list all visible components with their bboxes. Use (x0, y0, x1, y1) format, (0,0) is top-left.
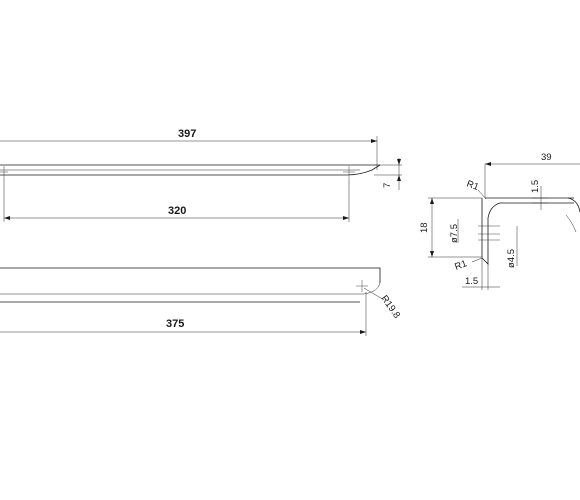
dim-1-5-h-ext (481, 258, 489, 290)
dim-320-label: 320 (168, 205, 186, 217)
dim-18-arrow-top (430, 198, 434, 204)
dim-r1-top-label: R1 (465, 178, 480, 192)
top-view: 397 7 320 (0, 128, 402, 222)
dim-375-label: 375 (166, 318, 184, 330)
front-view-mid-line (0, 282, 381, 295)
dim-39-arrow (485, 162, 491, 166)
dim-dia4-5-label: ø4.5 (506, 249, 517, 268)
dim-397-label: 397 (178, 128, 196, 140)
dim-375-arrow (360, 330, 366, 334)
dim-18-label: 18 (419, 222, 430, 233)
section-view: 39 R1 1.5 18 ø7.5 ø4.5 R1 1.5 (419, 152, 580, 290)
top-hole-left-mark (0, 166, 8, 178)
top-view-outline-lower (0, 164, 381, 176)
r1-top-leader (477, 189, 487, 200)
dim-18-arrow-bottom (430, 251, 434, 257)
dim-1-5-v-ext (532, 197, 548, 204)
r1-bottom-leader (471, 257, 483, 263)
front-view: R19.8 375 (0, 267, 403, 336)
profile-curve-inner (565, 214, 577, 233)
dim-1-5-v-label: 1.5 (530, 180, 541, 193)
dim-dia7-5-label: ø7.5 (449, 224, 460, 243)
dim-7-arrow-bottom (397, 175, 401, 181)
front-view-upper-line (0, 267, 381, 283)
dim-7-label: 7 (382, 183, 393, 188)
section-hole-upper (478, 225, 500, 235)
dim-39-label: 39 (541, 152, 552, 163)
dim-397-arrow (371, 139, 377, 143)
dim-320-arrow-left (4, 216, 10, 220)
r19-8-leader (363, 287, 385, 301)
front-hole-mark (356, 280, 368, 292)
dim-1-5-h-label: 1.5 (465, 276, 478, 287)
dim-7-arrow-top (397, 159, 401, 165)
dim-r19-8-label: R19.8 (379, 293, 403, 320)
profile-curve (567, 197, 580, 213)
dim-320-arrow-right (343, 216, 349, 220)
dim-r1-bottom-label: R1 (453, 258, 468, 272)
profile-outline (481, 198, 574, 265)
top-hole-right-mark (343, 166, 355, 178)
